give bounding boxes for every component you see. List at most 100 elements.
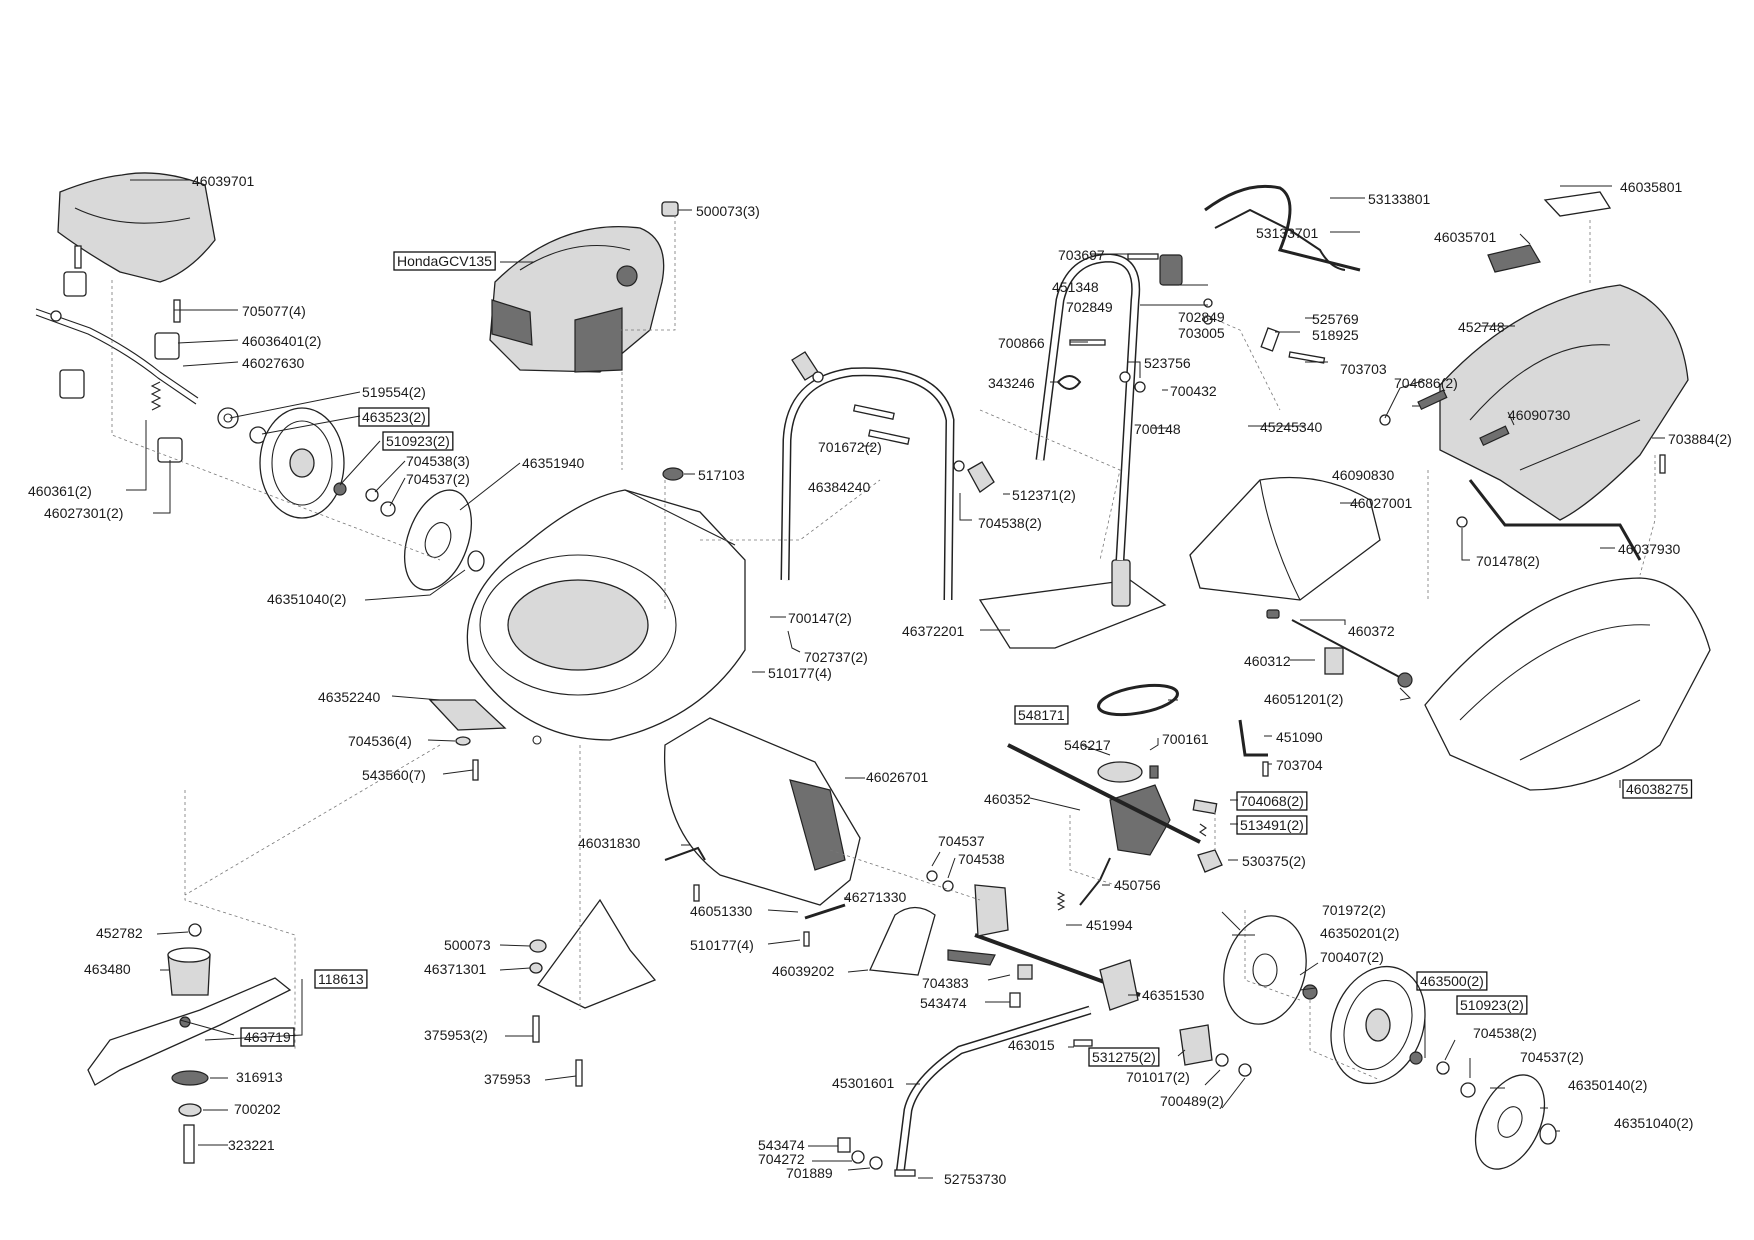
part-number-text: 46036401(2) xyxy=(242,333,321,349)
part-number-label: 450756 xyxy=(1114,877,1161,893)
part-number-label: 704272 xyxy=(758,1151,805,1167)
part-number-text: 703697 xyxy=(1058,247,1105,263)
part-number-label: 703703 xyxy=(1340,361,1387,377)
grass-bag-part xyxy=(1424,577,1711,791)
part-number-text: 375953 xyxy=(484,1071,531,1087)
bracket-part xyxy=(664,846,706,861)
part-number-text: 46351530 xyxy=(1142,987,1205,1003)
part-number-label: 704068(2) xyxy=(1236,791,1308,811)
part-number-label: 705077(4) xyxy=(242,303,306,319)
part-number-label: 530375(2) xyxy=(1242,853,1306,869)
part-number-label: 46031830 xyxy=(578,835,641,851)
part-number-text: 53133701 xyxy=(1256,225,1319,241)
part-number-text: 452748 xyxy=(1458,319,1505,335)
part-number-label: 500073 xyxy=(444,937,491,953)
part-number-box xyxy=(240,1027,295,1047)
part-number-label: 53133701 xyxy=(1256,225,1319,241)
part-number-label: 523756 xyxy=(1144,355,1191,371)
part-number-label: 463719 xyxy=(240,1027,295,1047)
part-number-label: 316913 xyxy=(236,1069,283,1085)
part-number-label: 513491(2) xyxy=(1236,815,1308,835)
height-lever-part xyxy=(895,1005,1092,1175)
part-drawings xyxy=(35,172,1711,1177)
part-number-text: 701017(2) xyxy=(1126,1069,1190,1085)
axle-nut-part xyxy=(333,482,347,496)
engine-cap-icon xyxy=(616,265,638,287)
part-number-text: 513491(2) xyxy=(1240,817,1304,833)
part-number-text: 343246 xyxy=(988,375,1035,391)
part-number-label: 543474 xyxy=(758,1137,805,1153)
grass-box-frame-part xyxy=(1468,479,1642,561)
part-number-label: 46026701 xyxy=(866,769,929,785)
screw-part xyxy=(74,245,82,269)
part-number-label: 704537(2) xyxy=(1520,1049,1584,1065)
part-number-text: 701889 xyxy=(786,1165,833,1181)
wheel-bearing-part xyxy=(217,407,239,429)
part-number-label: 463500(2) xyxy=(1416,971,1488,991)
part-number-label: 46271330 xyxy=(844,889,907,905)
part-number-label: 704537(2) xyxy=(406,471,470,487)
part-number-label: 46035701 xyxy=(1434,229,1497,245)
part-number-label: 46372201 xyxy=(902,623,965,639)
part-number-label: 46351940 xyxy=(522,455,585,471)
part-number-label: 463523(2) xyxy=(358,407,430,427)
nut-part xyxy=(661,201,679,217)
part-number-label: 704536(4) xyxy=(348,733,412,749)
part-number-text: 704537(2) xyxy=(406,471,470,487)
part-number-label: 701889 xyxy=(786,1165,833,1181)
part-number-label: 323221 xyxy=(228,1137,275,1153)
part-number-text: 46027630 xyxy=(242,355,305,371)
spring-part xyxy=(1056,891,1066,911)
part-number-text: 46384240 xyxy=(808,479,871,495)
washer-part xyxy=(171,1070,209,1086)
part-number-text: 450756 xyxy=(1114,877,1161,893)
grass-box-lid-part xyxy=(1189,476,1381,601)
part-number-label: 517103 xyxy=(698,467,745,483)
part-number-label: 704383 xyxy=(922,975,969,991)
part-number-text: 704537 xyxy=(938,833,985,849)
part-number-text: 316913 xyxy=(236,1069,283,1085)
part-number-label: 704686(2) xyxy=(1394,375,1458,391)
part-number-text: 460352 xyxy=(984,791,1031,807)
part-number-text: 517103 xyxy=(698,467,745,483)
part-number-text: 46027001 xyxy=(1350,495,1413,511)
part-number-text: 46035701 xyxy=(1434,229,1497,245)
part-number-label: 46051201(2) xyxy=(1264,691,1343,707)
part-number-text: 500073(3) xyxy=(696,203,760,219)
part-number-text: 46350140(2) xyxy=(1568,1077,1647,1093)
part-number-text: 701478(2) xyxy=(1476,553,1540,569)
part-number-label: 704537 xyxy=(938,833,985,849)
part-number-text: 46271330 xyxy=(844,889,907,905)
part-number-text: 52753730 xyxy=(944,1171,1007,1187)
screw-part xyxy=(173,299,181,323)
part-number-text: 463480 xyxy=(84,961,131,977)
part-number-text: 700866 xyxy=(998,335,1045,351)
part-number-text: HondaGCV135 xyxy=(397,253,492,269)
part-number-text: 546217 xyxy=(1064,737,1111,753)
part-number-label: 46027001 xyxy=(1350,495,1413,511)
part-number-text: 700147(2) xyxy=(788,610,852,626)
part-number-text: 543474 xyxy=(758,1137,805,1153)
part-number-text: 45245340 xyxy=(1260,419,1323,435)
part-number-label: 46036401(2) xyxy=(242,333,321,349)
part-number-label: 46038275 xyxy=(1622,779,1693,799)
part-number-box xyxy=(393,251,496,271)
part-number-label: 46039202 xyxy=(772,963,835,979)
deck-bracket-part xyxy=(428,699,507,731)
part-number-text: 704068(2) xyxy=(1240,793,1304,809)
part-number-box xyxy=(1416,971,1488,991)
part-number-label: 704538(2) xyxy=(1473,1025,1537,1041)
part-number-label: 53133801 xyxy=(1368,191,1431,207)
part-number-label: 700148 xyxy=(1134,421,1181,437)
part-number-label: 452748 xyxy=(1458,319,1505,335)
pulley-part xyxy=(1097,761,1143,783)
part-number-text: 512371(2) xyxy=(1012,487,1076,503)
part-number-label: 702849 xyxy=(1178,309,1225,325)
clip-part xyxy=(1260,327,1281,352)
part-number-text: 46090830 xyxy=(1332,467,1395,483)
part-number-text: 460372 xyxy=(1348,623,1395,639)
part-number-label: 703697 xyxy=(1058,247,1105,263)
part-number-text: 703704 xyxy=(1276,757,1323,773)
part-number-text: 460312 xyxy=(1244,653,1291,669)
part-number-label: 700489(2) xyxy=(1160,1093,1224,1109)
